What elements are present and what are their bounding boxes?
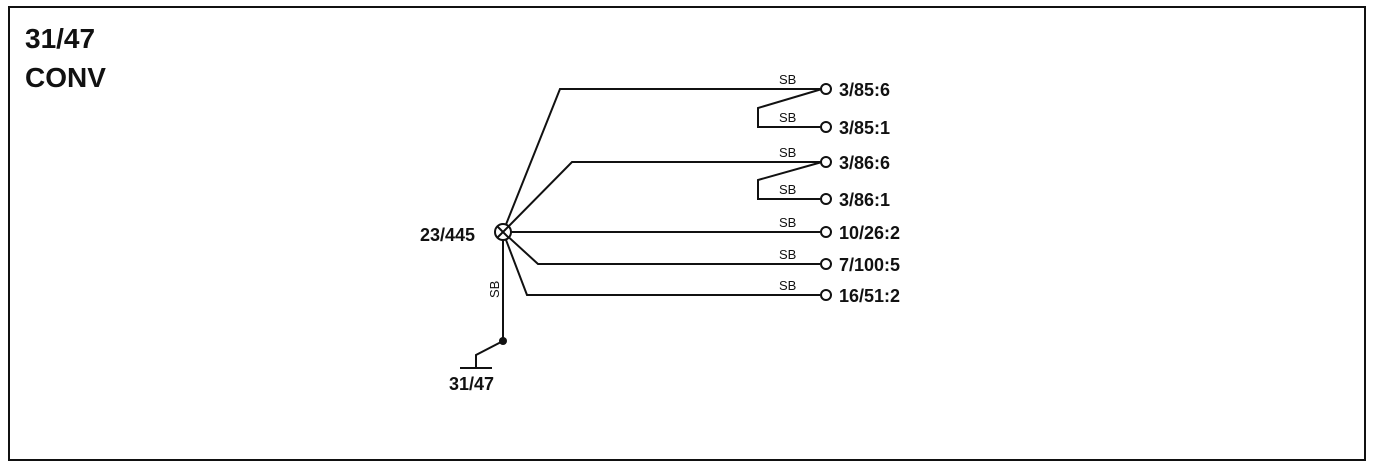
terminal-icon	[820, 226, 832, 238]
wire-color-label: SB	[779, 110, 796, 125]
splice-label: 23/445	[420, 225, 475, 245]
wire-color-label: SB	[779, 72, 796, 87]
connector-label: 3/85:1	[839, 118, 890, 138]
terminal-icon	[820, 156, 832, 168]
connector-label: 16/51:2	[839, 286, 900, 306]
ground-label: 31/47	[449, 374, 494, 394]
ground-wire-color-label: SB	[487, 281, 502, 298]
connector-terminals	[820, 83, 832, 301]
diagram-title-system: CONV	[25, 62, 106, 93]
wire-to-16-51-2	[502, 231, 820, 296]
terminal-icon	[820, 83, 832, 95]
terminal-icon	[820, 289, 832, 301]
ground-switch-link	[475, 340, 504, 368]
wire-to-7-100-5	[502, 231, 820, 265]
connector-label: 3/85:6	[839, 80, 890, 100]
diagram-frame	[8, 6, 1366, 461]
terminal-icon	[820, 258, 832, 270]
terminal-icon	[820, 193, 832, 205]
wire-color-label: SB	[779, 278, 796, 293]
wire-jumper-3-85	[757, 88, 823, 128]
wire-color-label: SB	[779, 182, 796, 197]
wire-to-3-86-6	[502, 161, 820, 233]
wire-color-label: SB	[779, 247, 796, 262]
splice-icon	[494, 223, 512, 241]
wire-jumper-3-86	[757, 161, 823, 200]
diagram-title-code: 31/47	[25, 23, 96, 54]
connector-label: 10/26:2	[839, 223, 900, 243]
connector-label: 3/86:6	[839, 153, 890, 173]
wire-color-label: SB	[779, 215, 796, 230]
connector-label: 7/100:5	[839, 255, 900, 275]
wire-to-3-85-6	[502, 88, 820, 233]
terminal-icon	[820, 121, 832, 133]
connector-label: 3/86:1	[839, 190, 890, 210]
wire-color-label: SB	[779, 145, 796, 160]
